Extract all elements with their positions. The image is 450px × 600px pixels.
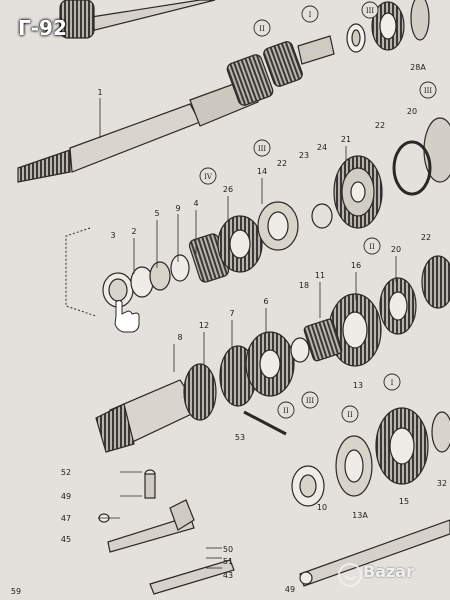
pointer-hand-icon [114,300,140,333]
output-shaft [95,331,310,453]
input-shaft [17,35,335,183]
part-number-label: 13A [352,511,368,520]
part-number-label: 10 [317,503,327,512]
part-number-label: 22 [277,159,287,168]
part-number-label: 3 [110,231,115,240]
roman-numeral: II [369,243,375,251]
part-number-label: 1 [97,88,102,97]
roman-numeral: I [391,379,394,387]
part-number-label: 22 [375,121,385,130]
part-number-label: 47 [61,514,71,523]
part-number-label: 8 [177,333,182,342]
part-number-label: 6 [263,297,268,306]
roman-ring-t3 [361,1,379,19]
part-number-label: 21 [341,135,351,144]
roman-ring-b3 [341,405,359,423]
part-number-label: 9 [175,204,180,213]
part-number-label: 59 [11,587,21,596]
top-shaft [59,0,216,39]
part-number-label: 51 [223,557,233,566]
listing-code-badge: Г-92 [4,14,94,46]
part-number-label: 18 [299,281,309,290]
part-number-label: 20 [407,107,417,116]
roman-ring-m2 [253,139,271,157]
roman-ring-r1 [419,81,437,99]
shift-forks [98,469,450,595]
part-number-label: 13 [353,381,363,390]
roman-ring-b1 [277,401,295,419]
part-number-label: 50 [223,545,233,554]
part-number-label: 12 [199,321,209,330]
part-number-label: 20 [391,245,401,254]
roman-numeral: III [306,397,315,405]
part-number-label: 2 [131,227,136,236]
part-number-label: 16 [351,261,361,270]
listing-code-text: Г-92 [18,16,67,40]
roman-numeral: III [424,87,433,95]
watermark-logo-icon [338,563,362,587]
bottom-gears [291,407,450,507]
watermark-text: Bazar [363,562,414,581]
part-number-label: 5 [154,209,159,218]
part-number-label: 53 [235,433,245,442]
part-number-label: 49 [61,492,71,501]
roman-ring-t1 [253,19,271,37]
roman-numeral: II [347,411,353,419]
leader-lines [98,98,397,569]
part-number-label: 11 [315,271,325,280]
roman-numeral: IV [204,173,213,181]
roman-ring-m1 [199,167,217,185]
roman-numeral: I [309,11,312,19]
roman-numeral: II [283,407,289,415]
part-number-label: 15 [399,497,409,506]
roman-numeral: III [258,145,267,153]
part-number-label: 22 [421,233,431,242]
roman-ring-m3 [363,237,381,255]
site-watermark: Bazar [335,556,447,596]
part-number-label: 49 [285,585,295,594]
part-number-label: 24 [317,143,327,152]
part-number-label: 14 [257,167,267,176]
roman-ring-b2 [301,391,319,409]
part-number-label: 32 [437,479,447,488]
roman-numeral: III [366,7,375,15]
part-number-label: 26 [223,185,233,194]
part-number-label: 28A [410,63,426,72]
roman-numeral: II [259,25,265,33]
part-number-label: 23 [299,151,309,160]
roman-ring-g1 [383,373,401,391]
part-number-label: 45 [61,535,71,544]
part-number-label: 7 [229,309,234,318]
part-number-label: 4 [193,199,198,208]
part-number-label: 43 [223,571,233,580]
part-number-label: 52 [61,468,71,477]
middle-cluster [102,140,450,367]
roman-ring-t2 [301,5,319,23]
